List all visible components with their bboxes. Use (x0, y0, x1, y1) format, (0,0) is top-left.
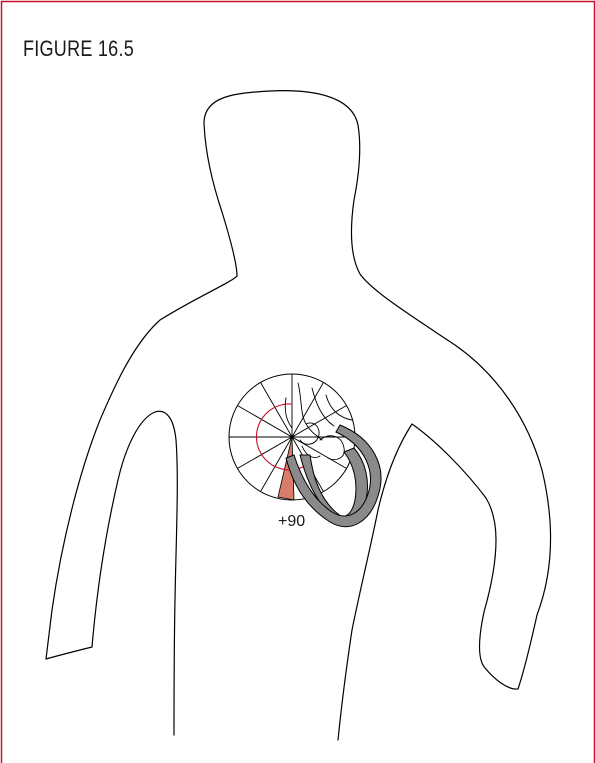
torso-outline (46, 91, 550, 740)
arm-inner-outline (92, 411, 177, 735)
arm-cuff-line (46, 647, 92, 659)
axis-label-plus-90: +90 (278, 513, 305, 530)
